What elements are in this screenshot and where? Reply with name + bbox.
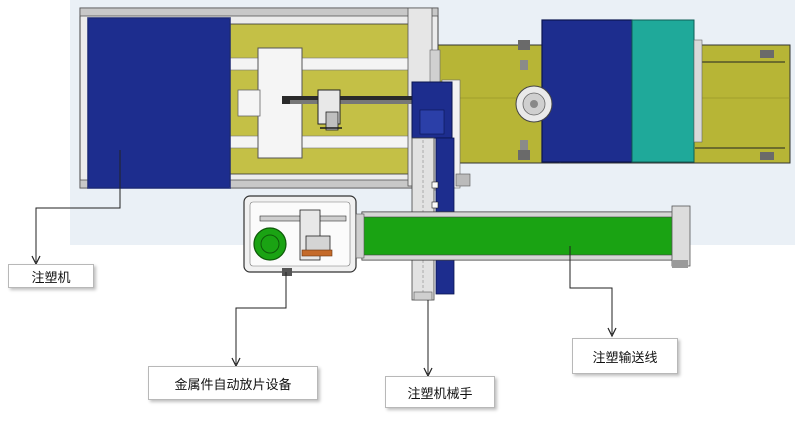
label-injection-molding-machine: 注塑机: [8, 264, 94, 288]
robot-carriage-plate: [419, 109, 445, 135]
leader-conveyor: [569, 246, 613, 334]
leader-arrowheads: [31, 255, 617, 378]
leader-injection-molding-machine: [35, 150, 121, 262]
leader-lines: [35, 150, 613, 374]
injection-molding-machine: [79, 7, 439, 189]
leader-metal-insert-feeder: [235, 272, 287, 364]
robot-horizontal-arm: [282, 89, 414, 131]
injection-conveyor: [355, 205, 691, 268]
metal-insert-feeder: [243, 195, 357, 276]
label-injection-robot: 注塑机械手: [385, 376, 495, 408]
top-conveyor-machine: [515, 19, 703, 163]
label-conveyor: 注塑输送线: [572, 338, 678, 374]
label-metal-insert-feeder: 金属件自动放片设备: [148, 366, 318, 400]
